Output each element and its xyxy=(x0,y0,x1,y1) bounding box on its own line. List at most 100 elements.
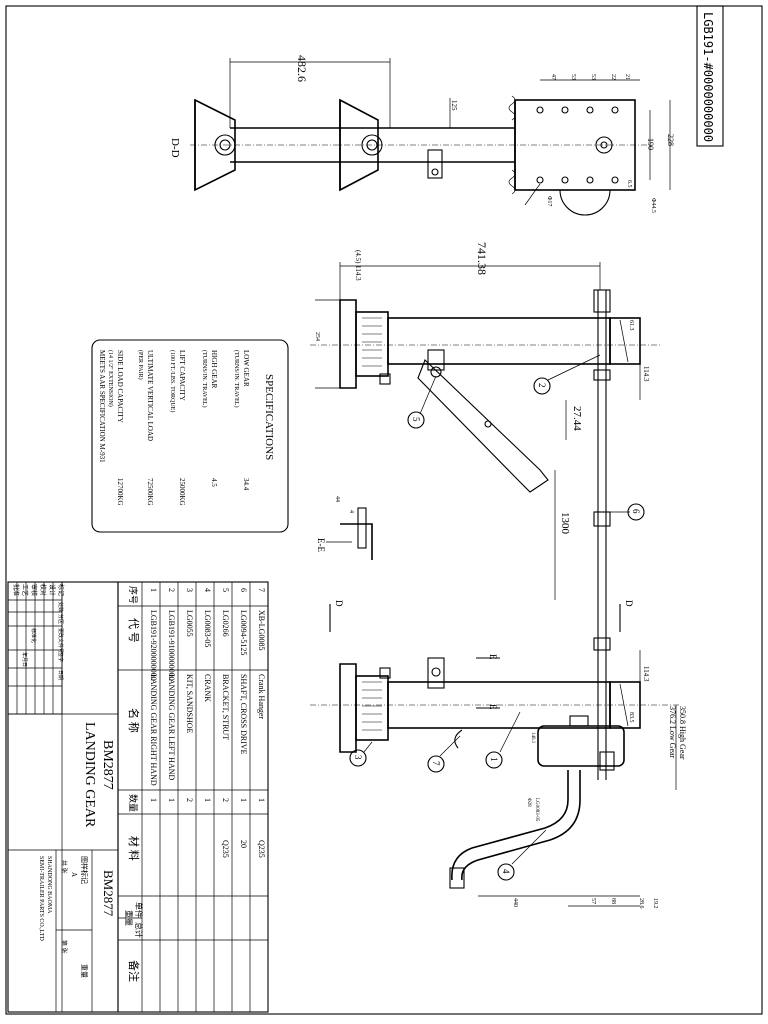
part-qty: 1 xyxy=(149,798,158,802)
dim-small-d: 22 xyxy=(610,74,616,80)
header-name: 名 称 xyxy=(127,708,141,733)
dim-top-offset: 125 xyxy=(450,100,458,111)
balloon-circle xyxy=(533,377,551,395)
part-name: CRANK xyxy=(203,674,212,702)
part-code: LG0083-05 xyxy=(203,610,212,647)
top-view: 482.6 125 228 190 47 53 53 22 21 6.5 Φ17… xyxy=(169,55,675,216)
dim-ee-a: 44 xyxy=(334,496,340,502)
part-no: 5 xyxy=(221,588,230,592)
spec-row-label: LIFT CAPACITY xyxy=(178,350,186,401)
dim-ee-b: 4 xyxy=(348,510,354,513)
total-label: 共 张 xyxy=(60,860,68,874)
rev-row-label: 审核 xyxy=(30,584,38,596)
dim-small-f: 6.5 xyxy=(626,180,632,188)
spec-row-sub: (TURNS/IN. TRAVEL) xyxy=(233,350,240,407)
dim-small-a: 47 xyxy=(550,74,556,80)
balloon-circle xyxy=(349,749,367,767)
front-view: D D E E 44 4 E-E 741.38 (4.5) 114.3 254 … xyxy=(310,242,687,909)
dim-main-width: 741.38 xyxy=(475,242,489,275)
spec-row-sub: (TURNS/IN. TRAVEL) xyxy=(201,350,208,407)
part-qty: 1 xyxy=(239,798,248,802)
section-dd: D-D xyxy=(169,138,181,158)
balloon-leader xyxy=(439,735,461,757)
part-no: 7 xyxy=(257,588,266,592)
rev-col-label: 签字 xyxy=(57,652,64,662)
company-line1: SHANDONG BAOMA xyxy=(46,856,52,914)
dim-main-left: (4.5) 114.3 xyxy=(354,250,362,281)
part-no: 3 xyxy=(185,588,194,592)
rev-row-label: 标记 xyxy=(57,584,65,596)
rev-row-label: 工艺 xyxy=(21,584,29,596)
rev-col-label: 处数 xyxy=(57,602,64,612)
part-no: 1 xyxy=(149,588,158,592)
dim-right-b: 114.3 xyxy=(642,666,650,682)
dim-crank-f: Φ28 xyxy=(526,798,531,807)
e-mark-top: E xyxy=(488,654,498,660)
part-qty: 1 xyxy=(257,798,266,802)
left-leg-tube xyxy=(387,317,611,365)
dim-small-c: 53 xyxy=(590,74,596,80)
balloon-label: 6 xyxy=(631,509,641,514)
d-mark-left: D xyxy=(334,600,344,607)
part-name: LANDING GEAR LEFT HAND xyxy=(167,674,176,781)
balloon-label: 1 xyxy=(489,757,499,762)
spec-row-value: 72500KG xyxy=(146,478,154,506)
balloon-leader xyxy=(511,829,547,865)
spec-heading: SPECIFICATIONS xyxy=(263,374,275,460)
part-name: Crank Hanger xyxy=(257,674,266,719)
balloon-circle xyxy=(497,863,515,881)
spec-row-label: SIDE LOAD CAPACITY xyxy=(116,350,124,423)
part-name: LANDING GEAR RIGHT HAND xyxy=(149,674,158,786)
dim-high-gear: 350.8 High Gear xyxy=(678,706,687,760)
balloon-label: 7 xyxy=(431,761,441,766)
part-name: KIT, SANDSHOE xyxy=(185,674,194,734)
part-material: Q235 xyxy=(221,840,230,858)
dim-top-width: 482.6 xyxy=(295,55,309,82)
company-line2: SEMI-TRAILER PARTS CO.,LTD xyxy=(38,856,44,942)
dim-crank-c: 88 xyxy=(610,898,616,904)
part-code: LG0055 xyxy=(185,610,194,637)
part-code: LGB191-9100000000 xyxy=(167,610,176,681)
title-name: LANDING GEAR xyxy=(82,722,97,828)
weight-label: 重量 xyxy=(80,964,88,978)
title-model: BM2877 xyxy=(100,740,115,790)
dim-top-height-b: 190 xyxy=(646,138,655,150)
part-qty: 2 xyxy=(221,798,230,802)
dim-crank-d: 28.6 xyxy=(638,898,644,909)
strut-bracket xyxy=(417,359,549,493)
spec-row-value: 34.4 xyxy=(242,478,250,491)
dim-small-b: 53 xyxy=(570,74,576,80)
dim-low-gear: 376.2 Low Gear xyxy=(668,706,677,759)
spec-row-sub: (100 FT./LBS. TORQUE) xyxy=(169,350,176,412)
part-name: BRACKET, STRUT xyxy=(221,674,230,740)
part-code: LG0094-5125 xyxy=(239,610,248,655)
spec-row-value: 12700KG xyxy=(116,478,124,506)
scale-label: 图样标记 xyxy=(80,856,89,884)
sheet-label: 第 张 xyxy=(60,940,68,954)
sheet-border xyxy=(5,5,763,1015)
part-no: 6 xyxy=(239,588,248,592)
part-material: Q235 xyxy=(257,840,266,858)
rev-col-label: 更改文件号 xyxy=(57,628,64,653)
crank-handle xyxy=(461,770,581,881)
spec-row-value: 4.5 xyxy=(210,478,218,487)
part-no: 4 xyxy=(203,588,212,592)
balloon-circle xyxy=(427,755,445,773)
balloon-circle xyxy=(627,503,645,521)
rev-row-label: 校对 xyxy=(39,584,47,596)
dim-crank-g: LG0083-05 xyxy=(534,798,539,822)
e-mark-bottom: E xyxy=(488,704,498,710)
dim-crank-h: 146.1 xyxy=(530,732,535,744)
balloon-label: 4 xyxy=(501,869,511,874)
dim-hole: Φ17 xyxy=(546,196,552,206)
balloon-label: 5 xyxy=(411,417,421,422)
header-remark: 备注 xyxy=(127,960,141,982)
dim-top-height-a: 228 xyxy=(666,134,675,146)
balloon-circle xyxy=(407,411,425,429)
dim-small-e: 21 xyxy=(624,74,630,80)
header-qty: 数量 xyxy=(128,794,139,812)
balloon-label: 3 xyxy=(353,755,363,760)
